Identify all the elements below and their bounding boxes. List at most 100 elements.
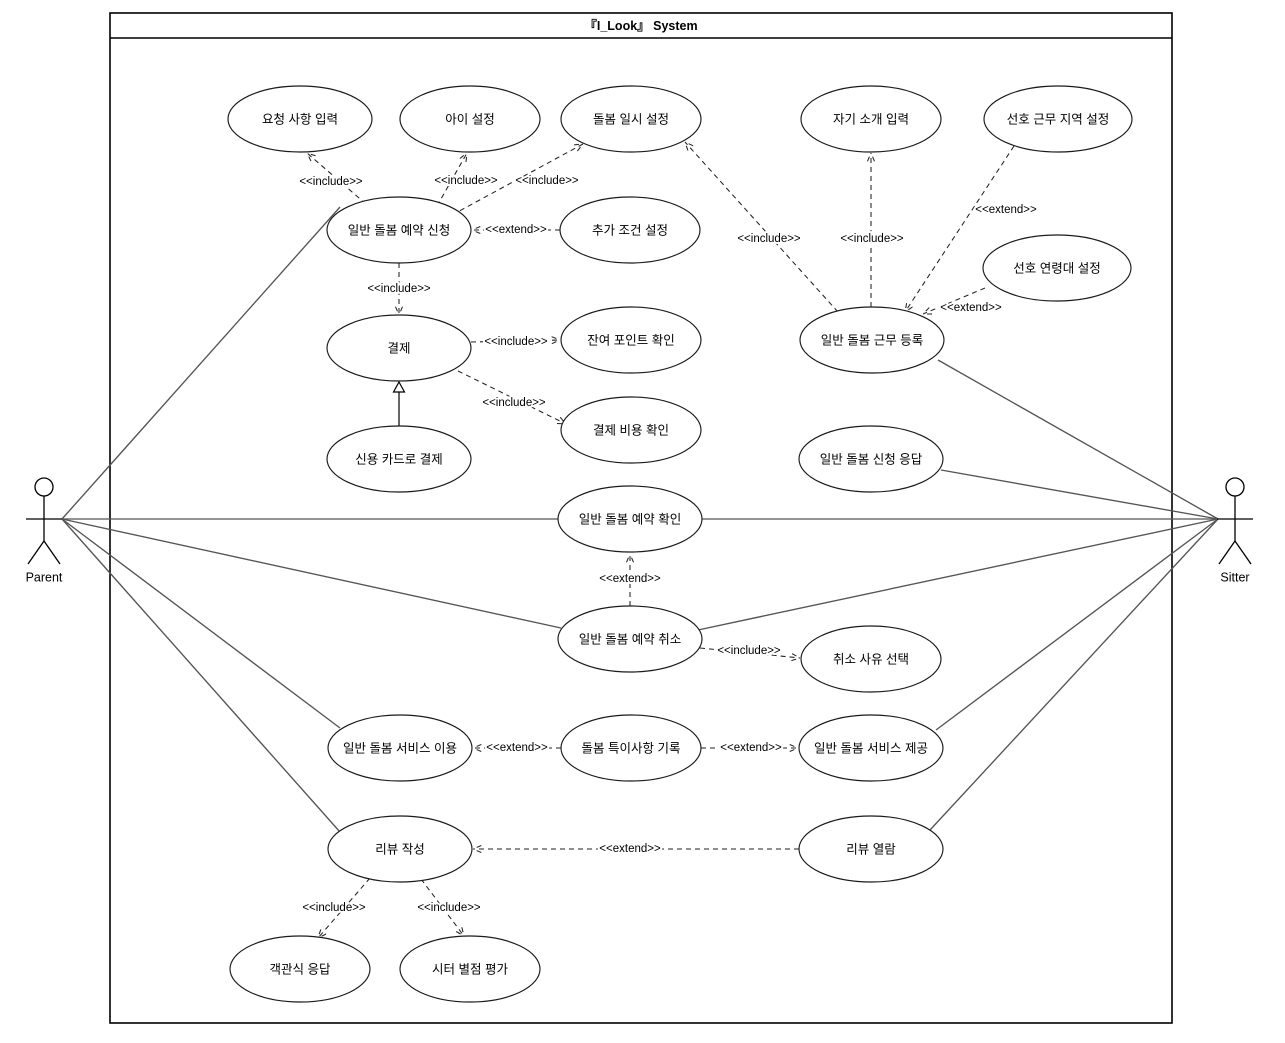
use-case-uc_service_provide[interactable]: 일반 돌봄 서비스 제공: [798, 714, 944, 782]
use-case-ellipse-uc_self_intro[interactable]: [800, 85, 942, 153]
dp_age_to_work-label-halo: <<extend>>: [940, 302, 1002, 314]
dp_extracond_to_req-stereotype-label: <<extend>>: [485, 224, 547, 236]
use-case-uc_card_payment[interactable]: 신용 카드로 결제: [326, 425, 472, 493]
dp_req_to_payment-arrowhead-stroke-b: [398, 306, 403, 316]
dp_pay_to_point-arrowhead-stroke-b: [551, 336, 561, 341]
dp_notes_to_provide-arrowhead: [789, 744, 799, 752]
dependency-dp_pay_to_point: <<include>><<include>>: [470, 334, 561, 350]
use-case-ellipse-uc_reserve_confirm[interactable]: [557, 485, 703, 553]
dp_req_to_child-arrowhead-stroke-b: [459, 152, 468, 159]
dp_req_to_payment-stereotype-label: <<include>>: [367, 283, 431, 295]
dp_notes_to_use-arrowhead: [472, 744, 482, 752]
use-case-ellipse-uc_extra_condition[interactable]: [559, 196, 701, 264]
actor-sitter[interactable]: Sitter: [1217, 477, 1253, 584]
dp_write_to_rating-arrowhead: [455, 927, 465, 937]
dp_age_to_work-arrowhead-stroke-a: [922, 307, 930, 315]
dp_age_to_work-stereotype-label: <<extend>>: [940, 302, 1002, 314]
use-case-uc_care_notes[interactable]: 돌봄 특이사항 기록: [560, 714, 702, 782]
dependency-dp_read_to_write: <<extend>><<extend>>: [472, 841, 799, 857]
use-case-ellipse-uc_care_notes[interactable]: [560, 714, 702, 782]
use-case-ellipse-uc_pref_region[interactable]: [983, 85, 1133, 153]
use-case-label-uc_pref_region: 선호 근무 지역 설정: [1007, 112, 1109, 126]
actor-head-sitter: [1225, 477, 1245, 497]
use-case-label-uc_pref_age: 선호 연령대 설정: [1013, 261, 1100, 275]
use-case-uc_payment[interactable]: 결제: [326, 314, 472, 382]
use-case-ellipse-uc_review_read[interactable]: [798, 815, 944, 883]
dp_req_to_datetime-label-halo: <<include>>: [515, 175, 579, 187]
use-case-ellipse-uc_request_input[interactable]: [227, 85, 373, 153]
dp_work_to_intro-arrowhead: [867, 152, 875, 162]
use-case-ellipse-uc_cancel_reason[interactable]: [800, 625, 942, 693]
use-case-label-uc_card_payment: 신용 카드로 결제: [355, 452, 442, 466]
actor-parent[interactable]: Parent: [26, 477, 63, 584]
use-case-ellipse-uc_request_response[interactable]: [798, 425, 944, 493]
dp_notes_to_provide-arrowhead-stroke-b: [789, 744, 799, 749]
use-case-uc_objective_answer[interactable]: 객관식 응답: [229, 935, 371, 1003]
association-sitter-uc_service_provide: [935, 518, 1219, 731]
use-case-uc_review_read[interactable]: 리뷰 열람: [798, 815, 944, 883]
dp_write_to_rating-arrowhead-stroke-b: [461, 927, 465, 937]
use-case-ellipse-uc_service_use[interactable]: [327, 714, 473, 782]
use-case-ellipse-uc_service_provide[interactable]: [798, 714, 944, 782]
association-sitter-uc_work_register: [937, 359, 1219, 520]
use-case-uc_self_intro[interactable]: 자기 소개 입력: [800, 85, 942, 153]
dp_notes_to_use-arrowhead-stroke-a: [472, 744, 482, 749]
use-case-uc_reserve_confirm[interactable]: 일반 돌봄 예약 확인: [557, 485, 703, 553]
dp_cancel_to_reason-arrowhead: [791, 653, 801, 662]
use-case-ellipse-uc_child_setting[interactable]: [399, 85, 541, 153]
use-case-uc_pref_region[interactable]: 선호 근무 지역 설정: [983, 85, 1133, 153]
use-case-ellipse-uc_cost_check[interactable]: [560, 396, 702, 464]
use-case-label-uc_service_use: 일반 돌봄 서비스 이용: [343, 741, 457, 755]
actor-head-parent: [34, 477, 54, 497]
use-case-uc_care_datetime[interactable]: 돌봄 일시 설정: [560, 85, 702, 153]
use-case-ellipse-uc_care_datetime[interactable]: [560, 85, 702, 153]
use-case-ellipse-uc_work_register[interactable]: [799, 306, 945, 374]
use-case-uc_service_use[interactable]: 일반 돌봄 서비스 이용: [327, 714, 473, 782]
use-case-uc_pref_age[interactable]: 선호 연령대 설정: [982, 234, 1132, 302]
use-case-ellipse-uc_reserve_cancel[interactable]: [557, 605, 703, 673]
use-case-ellipse-uc_payment[interactable]: [326, 314, 472, 382]
dp_write_to_objective-arrowhead: [317, 929, 327, 939]
use-case-label-uc_child_setting: 아이 설정: [445, 112, 494, 126]
use-case-ellipse-uc_review_write[interactable]: [327, 815, 473, 883]
use-case-uc_child_setting[interactable]: 아이 설정: [399, 85, 541, 153]
use-case-uc_extra_condition[interactable]: 추가 조건 설정: [559, 196, 701, 264]
use-case-uc_cancel_reason[interactable]: 취소 사유 선택: [800, 625, 942, 693]
dp_cancel_to_reason-line: [699, 647, 801, 659]
dp_write_to_objective-label-halo: <<include>>: [302, 902, 366, 914]
dp_work_to_datetime-stereotype-label: <<include>>: [737, 233, 801, 245]
dp_req_to_reqinput-stereotype-label: <<include>>: [299, 176, 363, 188]
dp_pay_to_point-arrowhead: [551, 336, 561, 345]
dp_pay_to_cost-stereotype-label: <<include>>: [482, 397, 546, 409]
use-case-uc_reserve_request[interactable]: 일반 돌봄 예약 신청: [326, 196, 472, 264]
use-case-uc_request_input[interactable]: 요청 사항 입력: [227, 85, 373, 153]
dp_write_to_rating-arrowhead-stroke-a: [455, 931, 465, 937]
use-case-ellipse-uc_pref_age[interactable]: [982, 234, 1132, 302]
dp_work_to_datetime-line: [684, 141, 839, 313]
use-case-uc_cost_check[interactable]: 결제 비용 확인: [560, 396, 702, 464]
use-case-label-uc_cancel_reason: 취소 사유 선택: [833, 652, 909, 666]
use-case-ellipse-uc_objective_answer[interactable]: [229, 935, 371, 1003]
generalization-layer: [392, 380, 406, 426]
dependency-dp_req_to_child: <<include>><<include>>: [432, 152, 500, 207]
association-sitter-uc_reserve_cancel: [697, 518, 1219, 631]
use-case-ellipse-uc_reserve_request[interactable]: [326, 196, 472, 264]
use-case-ellipse-uc_sitter_rating[interactable]: [399, 935, 541, 1003]
use-case-layer: 요청 사항 입력 아이 설정 돌봄 일시 설정 자기 소개 입력 선호 근무 지역 설정…: [227, 85, 1133, 1003]
dp_read_to_write-arrowhead: [472, 845, 482, 853]
dependency-dp_cancel_to_confirm: <<extend>><<extend>>: [597, 553, 663, 606]
use-case-ellipse-uc_point_check[interactable]: [560, 306, 702, 374]
association-parent-uc_service_use: [61, 518, 341, 729]
use-case-uc_point_check[interactable]: 잔여 포인트 확인: [560, 306, 702, 374]
use-case-uc_work_register[interactable]: 일반 돌봄 근무 등록: [799, 306, 945, 374]
dp_req_to_child-arrowhead: [459, 152, 468, 163]
use-case-uc_review_write[interactable]: 리뷰 작성: [327, 815, 473, 883]
use-case-uc_request_response[interactable]: 일반 돌봄 신청 응답: [798, 425, 944, 493]
use-case-uc_sitter_rating[interactable]: 시터 별점 평가: [399, 935, 541, 1003]
dp_work_to_datetime-arrowhead-stroke-b: [684, 141, 689, 151]
use-case-uc_reserve_cancel[interactable]: 일반 돌봄 예약 취소: [557, 605, 703, 673]
dp_notes_to_provide-label-halo: <<extend>>: [720, 742, 782, 754]
dp_write_to_objective-line: [317, 877, 371, 939]
use-case-ellipse-uc_card_payment[interactable]: [326, 425, 472, 493]
